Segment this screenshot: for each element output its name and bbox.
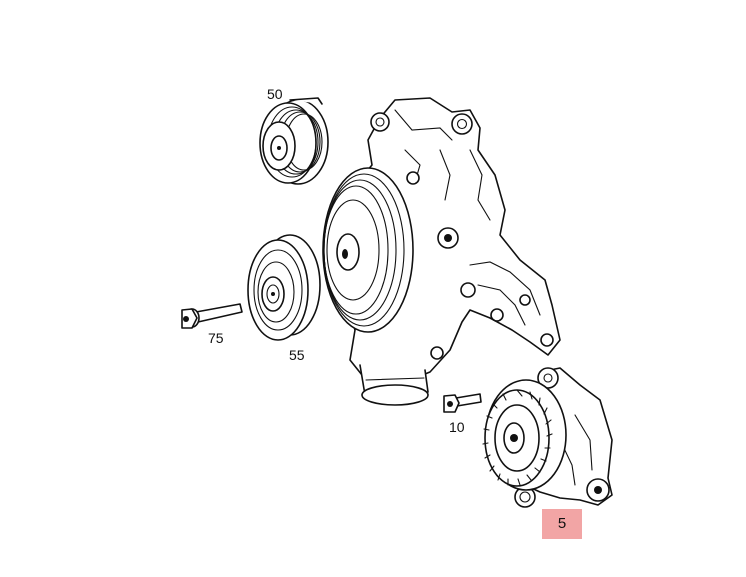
label-part-75: 75 (208, 330, 224, 346)
label-part-55: 55 (289, 347, 305, 363)
part-10-bolt[interactable] (443, 393, 482, 413)
part-50-ribbed-pulley[interactable] (259, 97, 329, 185)
label-part-5: 5 (557, 515, 567, 532)
highlighted-part-5[interactable]: 5 (542, 509, 582, 539)
part-75-bolt[interactable] (181, 303, 243, 329)
part-55-smooth-pulley[interactable] (247, 234, 321, 341)
label-part-50: 50 (267, 86, 283, 102)
pump-pulley[interactable] (322, 167, 414, 333)
part-5-belt-tensioner[interactable] (482, 367, 613, 508)
label-part-10: 10 (449, 419, 465, 435)
